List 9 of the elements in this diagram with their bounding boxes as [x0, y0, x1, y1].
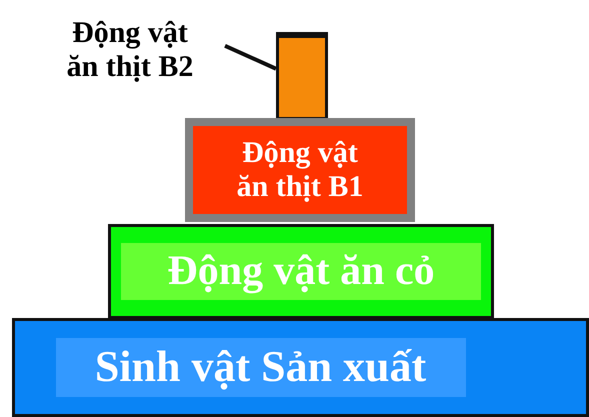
trophic-level-box	[185, 118, 415, 222]
trophic-level-label: Động vật ăn cỏ	[121, 243, 481, 300]
trophic-level-label: Động vật ăn thịt B1	[236, 136, 364, 204]
trophic-level-label: Động vật ăn thịt B2	[66, 16, 194, 84]
trophic-level-box	[108, 224, 494, 319]
trophic-level-bar	[276, 32, 328, 120]
trophic-level-label: Sinh vật Sản xuất	[56, 338, 466, 397]
trophic-level-box	[12, 318, 589, 417]
leader-line	[224, 44, 277, 71]
